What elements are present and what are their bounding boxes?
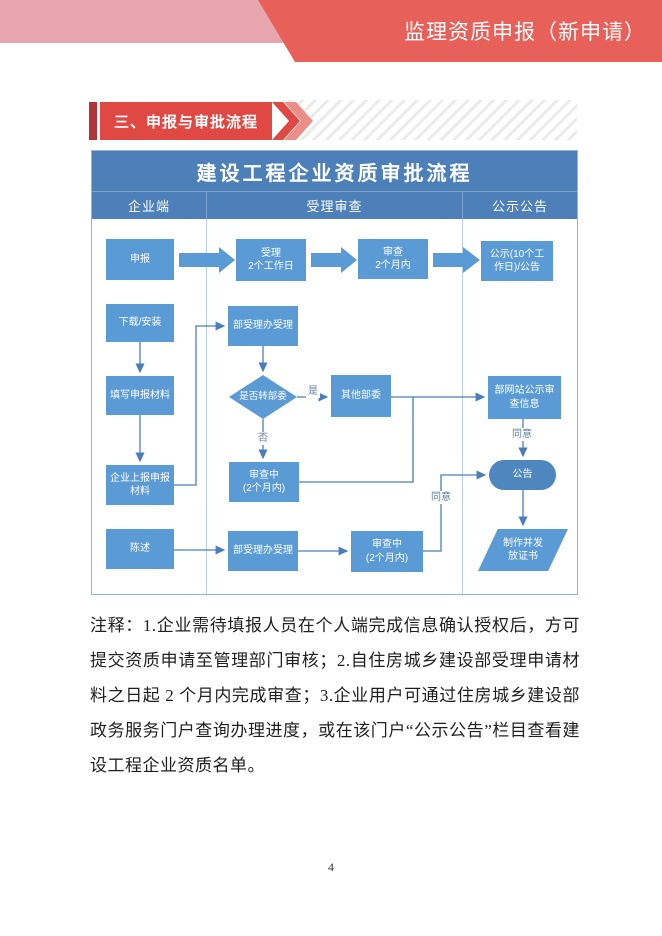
edge-label-agree-1: 同意 bbox=[510, 428, 534, 441]
section-title: 三、申报与审批流程 bbox=[113, 113, 258, 131]
node-office-accept-1: 部受理办受理 bbox=[228, 306, 298, 346]
node-under-review-2: 审查中 (2个月内) bbox=[351, 531, 423, 572]
node-statement: 陈述 bbox=[106, 529, 174, 569]
node-apply: 申报 bbox=[106, 239, 174, 280]
header-banner: 监理资质申报（新申请） bbox=[258, 0, 662, 62]
column-header-publicity: 公示公告 bbox=[462, 192, 577, 219]
column-header-review: 受理审查 bbox=[206, 192, 462, 219]
column-divider bbox=[206, 219, 207, 594]
node-site-publicity: 部网站公示审 查信息 bbox=[488, 376, 561, 419]
edge-label-no: 否 bbox=[256, 432, 270, 445]
notes-paragraph: 注释：1.企业需待填报人员在个人端完成信息确认授权后，方可提交资质申请至管理部门… bbox=[90, 616, 580, 775]
edge-label-yes: 是 bbox=[306, 385, 320, 398]
page-number: 4 bbox=[328, 860, 334, 874]
column-divider bbox=[462, 219, 463, 594]
section-stripes bbox=[288, 100, 577, 140]
column-header-enterprise: 企业端 bbox=[127, 199, 170, 214]
flowchart-body: 申报 下载/安装 填写申报材料 企业上报申报 材料 陈述 受理 2个工作日 审查… bbox=[92, 219, 577, 594]
node-review: 审查 2个月内 bbox=[358, 239, 428, 279]
node-download: 下载/安装 bbox=[106, 304, 174, 342]
flowchart-column-headers: 企业端 受理审查 公示公告 bbox=[92, 191, 577, 219]
chevron-right-icon bbox=[272, 102, 313, 140]
node-fill-materials: 填写申报材料 bbox=[106, 376, 174, 415]
section-banner: 三、申报与审批流程 bbox=[100, 102, 272, 140]
flow-connectors bbox=[135, 247, 528, 556]
node-publicity: 公示(10个工 作日)/公告 bbox=[481, 241, 553, 281]
edge-label-agree-2: 同意 bbox=[429, 491, 453, 504]
flow-arrow-icon bbox=[179, 247, 480, 273]
node-under-review-1: 审查中 (2个月内) bbox=[229, 462, 299, 502]
flowchart: 建设工程企业资质审批流程 企业端 受理审查 公示公告 bbox=[91, 150, 578, 595]
node-office-accept-2: 部受理办受理 bbox=[228, 531, 298, 571]
node-other-ministries: 其他部委 bbox=[331, 375, 391, 417]
node-submit-materials: 企业上报申报 材料 bbox=[106, 465, 174, 505]
flowchart-title: 建设工程企业资质审批流程 bbox=[92, 151, 577, 191]
node-accept: 受理 2个工作日 bbox=[236, 239, 306, 281]
document-title: 监理资质申报（新申请） bbox=[404, 21, 646, 44]
node-announcement: 公告 bbox=[489, 460, 556, 490]
section-accent-bar bbox=[89, 102, 97, 140]
